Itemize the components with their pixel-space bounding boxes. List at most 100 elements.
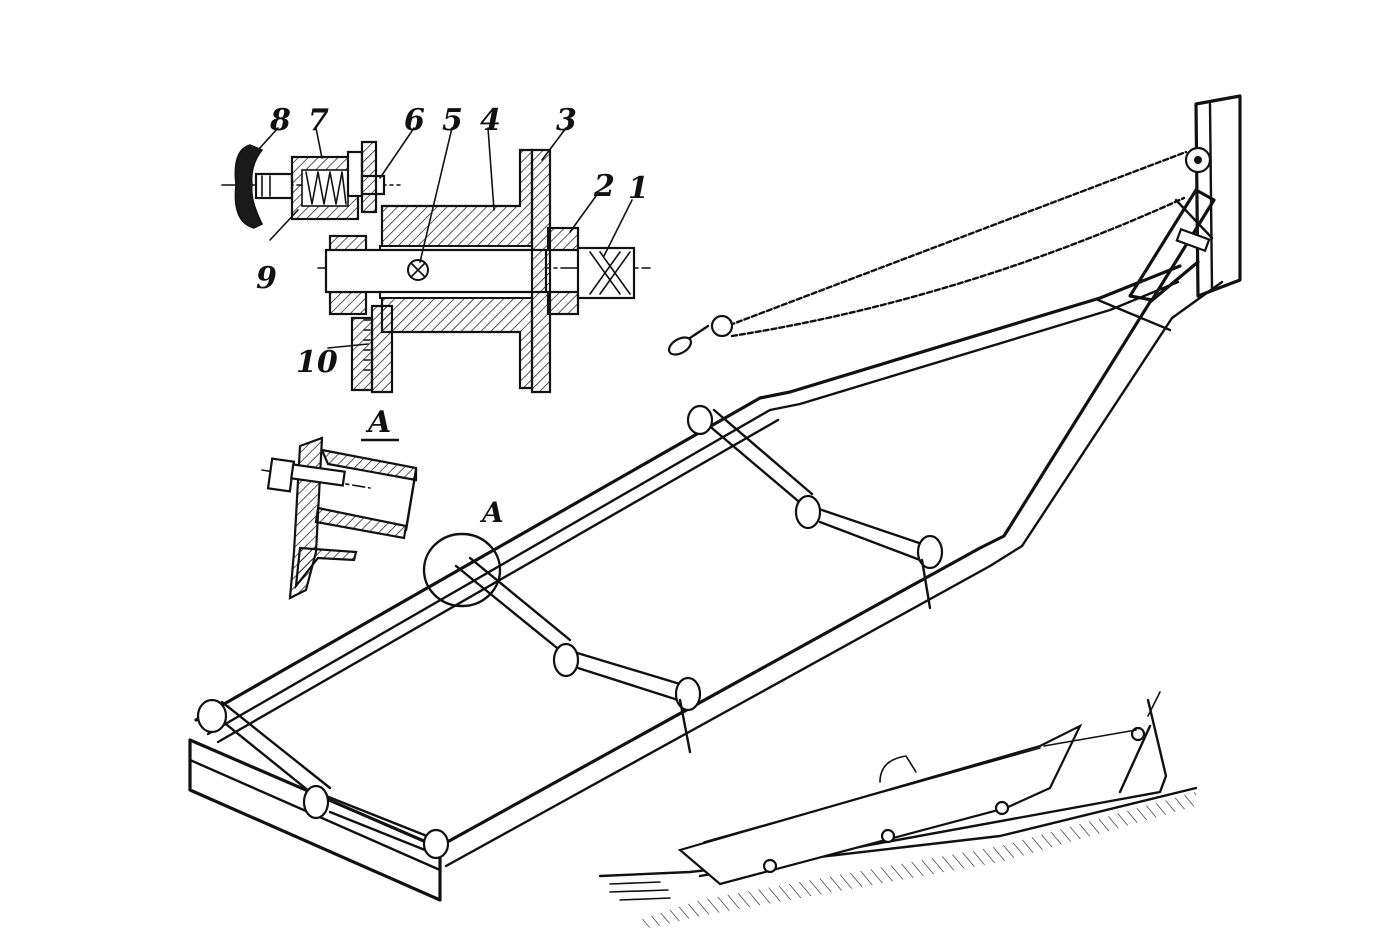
roller-front xyxy=(196,698,450,860)
bolt-shank xyxy=(290,463,346,487)
rear-post xyxy=(1194,94,1242,298)
leader-1 xyxy=(603,199,633,257)
winch-cable-upper xyxy=(720,150,1188,330)
leader-8 xyxy=(257,127,279,151)
knob-stem-lines xyxy=(261,175,271,197)
bearing-2-bottom xyxy=(546,290,580,316)
section-a-label: A xyxy=(365,405,391,440)
roller-middle-arm-left-2 xyxy=(468,556,572,642)
shaft xyxy=(324,248,548,294)
housing-cap xyxy=(346,150,364,198)
boat-on-slipway xyxy=(598,691,1198,928)
right-flange-3 xyxy=(530,148,552,394)
ground-hatching xyxy=(640,792,1196,928)
boat-motor xyxy=(879,755,917,783)
roller-rear-bracket xyxy=(920,558,932,610)
slipway-side xyxy=(698,698,1168,878)
winch-pulley-hub xyxy=(1194,156,1202,164)
roller-rear-arm-right-2 xyxy=(818,520,922,562)
label-part-7: 7 xyxy=(308,103,329,138)
leader-6 xyxy=(379,127,415,179)
knob-8 xyxy=(234,144,264,229)
front-cross-beam xyxy=(188,738,442,902)
roller-front-end-left xyxy=(196,698,228,734)
label-part-6: 6 xyxy=(404,103,425,138)
roller-rear-end-right xyxy=(916,534,944,570)
roller-middle-arm-right-2 xyxy=(576,666,680,702)
square-end-mark xyxy=(589,251,631,295)
roller-middle-drum xyxy=(552,642,580,678)
roller-rear-arm-left-2 xyxy=(712,408,814,496)
roller-front-drum xyxy=(302,784,330,820)
ratchet-teeth xyxy=(363,319,371,371)
left-bushing-bottom xyxy=(328,290,368,316)
boat-roller-1 xyxy=(762,858,778,874)
hook-block xyxy=(710,314,734,338)
roller-front-arm-left-2 xyxy=(220,700,332,790)
spring-coil xyxy=(305,171,347,205)
angle-piece xyxy=(294,546,358,590)
section-a-detail: A xyxy=(261,405,418,600)
winch-handle xyxy=(1174,198,1214,240)
roller-rear-arm-left xyxy=(698,416,806,508)
roller-middle-bracket xyxy=(678,698,692,754)
tube-wall-top xyxy=(320,448,418,482)
boat-cable xyxy=(1043,729,1137,747)
left-flange-lower xyxy=(350,316,374,392)
boat-roller-2 xyxy=(880,828,896,844)
callout-circle-a xyxy=(422,532,502,608)
slipway-frame: A xyxy=(188,94,1242,902)
right-rail-outer xyxy=(438,260,1200,848)
roller-front-end-right xyxy=(422,828,450,860)
handle-grip xyxy=(1175,227,1211,253)
label-part-1: 1 xyxy=(628,171,649,206)
left-rail-outer xyxy=(194,264,1182,722)
boat-hull xyxy=(677,723,1083,886)
boat-roller-3 xyxy=(994,800,1010,816)
roller-middle-end-right xyxy=(674,676,702,712)
callout-label-a: A xyxy=(479,496,504,529)
bearing-2-top xyxy=(546,226,580,252)
roller-middle-arm-left xyxy=(454,564,564,654)
tube-wall-bottom xyxy=(314,506,408,540)
leader-3 xyxy=(541,127,567,161)
leader-7 xyxy=(315,127,323,159)
leader-4 xyxy=(487,127,495,211)
hook-eye xyxy=(667,336,693,356)
water-lines xyxy=(609,881,671,901)
roller-rear-end-left xyxy=(686,404,714,436)
slipway-pulley xyxy=(1130,726,1146,742)
winch-detail: 8 7 6 5 4 3 2 1 9 10 xyxy=(221,103,651,394)
slipway-brace xyxy=(1118,724,1152,794)
leader-2 xyxy=(569,195,597,233)
left-flange-upper xyxy=(360,140,378,214)
label-part-4: 4 xyxy=(480,103,501,138)
roller-rear xyxy=(686,404,944,610)
label-part-9: 9 xyxy=(256,261,277,296)
left-rail-inner xyxy=(206,280,1180,736)
tube-end xyxy=(404,468,418,532)
shaft-end-1 xyxy=(576,246,636,300)
label-part-10: 10 xyxy=(296,345,338,380)
roller-middle-arm-right xyxy=(572,650,682,686)
label-part-5: 5 xyxy=(442,103,463,138)
roller-front-arm-right xyxy=(324,794,434,840)
label-part-2: 2 xyxy=(593,169,615,204)
roller-rear-arm-right xyxy=(814,506,924,546)
roller-middle xyxy=(454,556,702,754)
leader-9 xyxy=(269,209,299,241)
roller-rear-drum xyxy=(794,494,822,530)
boat-gunwale xyxy=(703,747,1041,843)
diagonal-brace xyxy=(1128,188,1216,302)
cross-pin-mark xyxy=(410,262,426,278)
label-part-3: 3 xyxy=(556,103,577,138)
ground-line xyxy=(598,786,1198,878)
brace-tie xyxy=(1096,298,1172,332)
slipway-winch-lever xyxy=(1147,691,1161,717)
winch-cable-lower xyxy=(730,196,1186,338)
label-part-8: 8 xyxy=(269,103,291,138)
leader-5 xyxy=(419,127,453,263)
right-rail-inner xyxy=(444,280,1224,868)
